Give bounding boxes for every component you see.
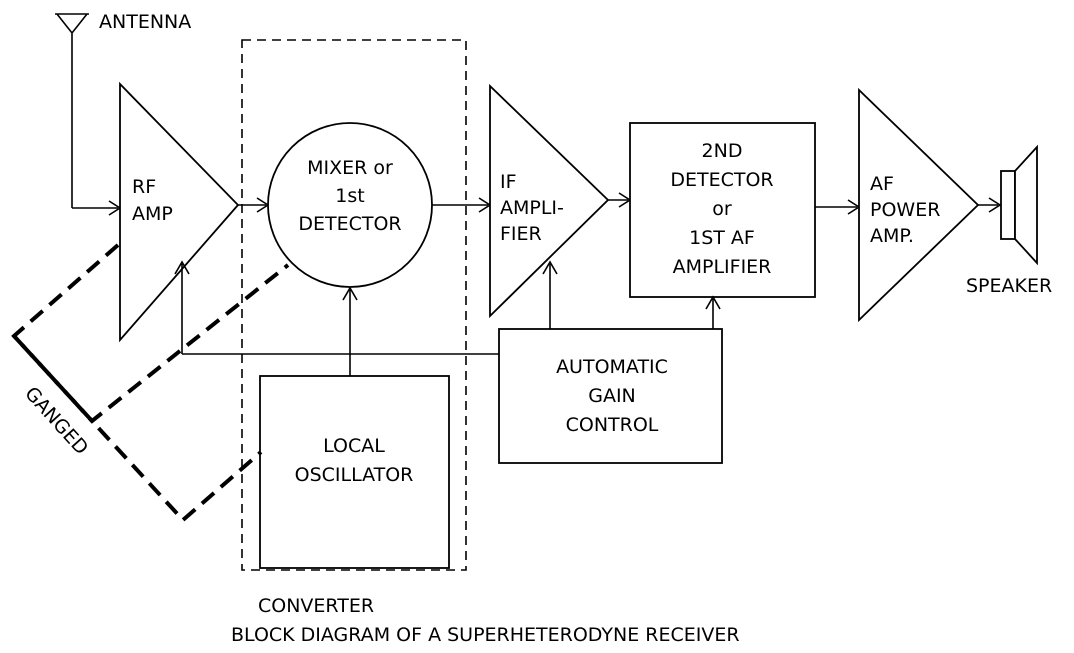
oscillator-label-line1: LOCAL: [323, 435, 385, 457]
antenna-icon: [55, 13, 89, 208]
if-amp-label-line2: AMPLI-: [500, 197, 564, 219]
rf-amp-label-line1: RF: [132, 176, 156, 198]
detector-label-line5: AMPLIFIER: [673, 256, 772, 278]
speaker-icon: [1000, 144, 1038, 266]
mixer-label-line2: 1st: [335, 185, 364, 207]
agc-label-line2: GAIN: [588, 385, 636, 407]
detector-label-line3: or: [712, 198, 732, 220]
ganged-tuning-lines: [11, 243, 290, 523]
speaker-label: SPEAKER: [966, 275, 1052, 297]
af-label-line1: AF: [870, 173, 894, 195]
arrow-antenna-to-rf: [72, 200, 122, 216]
arrow-af-to-speaker: [978, 197, 1002, 213]
af-label-line3: AMP.: [870, 225, 914, 247]
arrow-oscillator-to-mixer: [342, 286, 358, 376]
converter-label: CONVERTER: [258, 595, 374, 617]
arrow-detector-to-af: [815, 199, 861, 215]
arrow-mixer-to-if: [432, 197, 492, 213]
diagram-caption: BLOCK DIAGRAM OF A SUPERHETERODYNE RECEI…: [231, 624, 740, 646]
ganged-label: GANGED: [20, 383, 92, 460]
if-amp-label-line1: IF: [500, 171, 517, 193]
detector-label-line4: 1ST AF: [689, 227, 755, 249]
agc-label-line3: CONTROL: [566, 414, 659, 436]
af-power-amp-block: AF POWER AMP.: [858, 87, 980, 323]
mixer-block: MIXER or 1st DETECTOR: [267, 122, 433, 288]
local-oscillator-block: LOCAL OSCILLATOR: [259, 375, 450, 569]
mixer-label-line3: DETECTOR: [298, 213, 401, 235]
arrow-if-to-detector: [608, 192, 632, 208]
oscillator-label-line2: OSCILLATOR: [295, 464, 414, 486]
detector-label-line2: DETECTOR: [670, 169, 773, 191]
antenna-label: ANTENNA: [99, 11, 191, 33]
af-label-line2: POWER: [870, 199, 940, 221]
agc-block: AUTOMATIC GAIN CONTROL: [498, 328, 723, 464]
rf-amp-label-line2: AMP: [132, 203, 173, 225]
if-amp-label-line3: FIER: [500, 223, 542, 245]
detector-label-line1: 2ND: [702, 140, 743, 162]
mixer-label-line1: MIXER or: [307, 157, 393, 179]
converter-box: [241, 39, 467, 571]
agc-feedback-lines: [174, 260, 721, 355]
agc-label-line1: AUTOMATIC: [556, 356, 668, 378]
rf-amp-block: RF AMP: [119, 81, 240, 343]
second-detector-block: 2ND DETECTOR or 1ST AF AMPLIFIER: [629, 122, 816, 298]
if-amp-block: IF AMPLI- FIER: [489, 83, 610, 319]
